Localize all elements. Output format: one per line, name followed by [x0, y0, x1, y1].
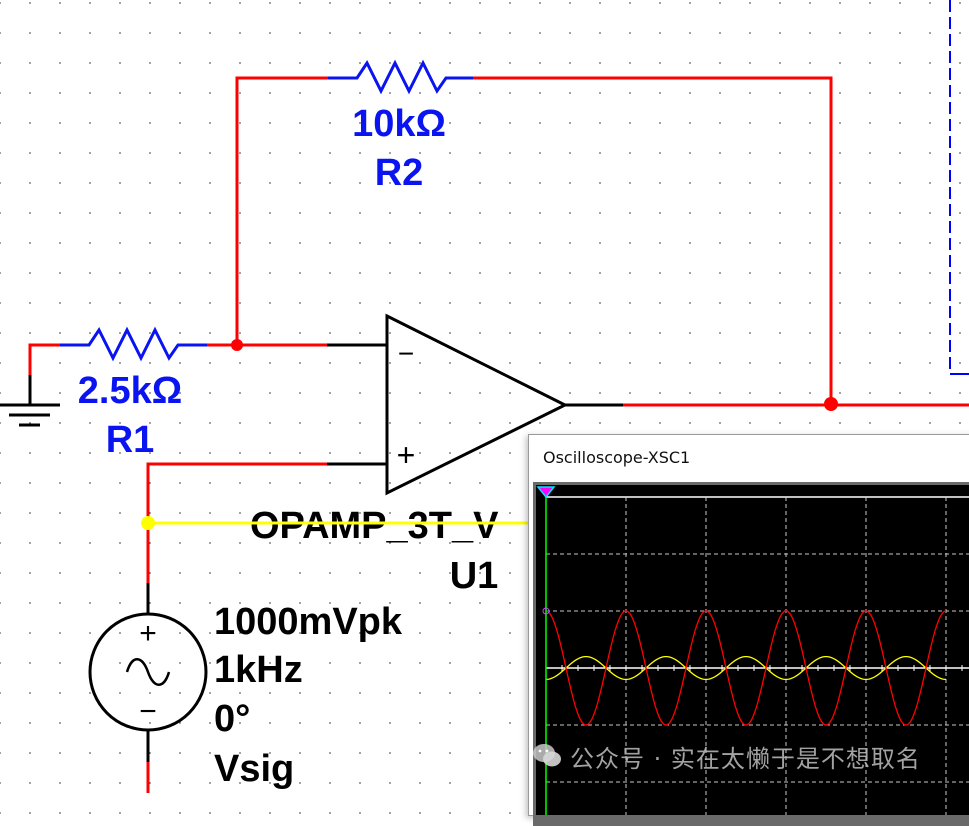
- ground-icon: [0, 375, 60, 427]
- resistor-r2[interactable]: [328, 59, 473, 95]
- opamp-u1[interactable]: [327, 313, 623, 496]
- resistor-r1[interactable]: [60, 326, 207, 362]
- feedback-wire[interactable]: [235, 76, 833, 404]
- source-plus-label: +: [139, 617, 157, 650]
- oscilloscope-screen[interactable]: [536, 485, 969, 815]
- source-refdes-label: Vsig: [214, 748, 294, 790]
- dashed-box-edge: [949, 0, 969, 375]
- trace-channel-a: [545, 655, 947, 681]
- source-frequency-label: 1kHz: [214, 649, 303, 691]
- source-minus-label: −: [139, 695, 157, 728]
- oscilloscope-window[interactable]: Oscilloscope-XSC1: [528, 434, 969, 826]
- watermark-text: 公众号 · 实在太懒于是不想取名: [570, 744, 921, 773]
- oscilloscope-screen-frame: [533, 482, 969, 826]
- sine-wave-icon: [125, 658, 171, 686]
- ac-source-vsig[interactable]: [88, 583, 208, 793]
- opamp-model-label: OPAMP_3T_V: [250, 505, 499, 547]
- cursor-handle-icon: [536, 486, 556, 499]
- oscilloscope-title: Oscilloscope-XSC1: [543, 448, 691, 467]
- opamp-refdes-label: U1: [450, 555, 499, 597]
- watermark: 公众号 · 实在太懒于是不想取名: [532, 738, 921, 774]
- trigger-marker-icon: [542, 607, 550, 615]
- oscilloscope-titlebar[interactable]: Oscilloscope-XSC1: [529, 435, 969, 481]
- probe-junction-node: [141, 516, 155, 530]
- wechat-icon: [533, 744, 561, 767]
- source-amplitude-label: 1000mVpk: [214, 601, 403, 643]
- junction-node: [231, 339, 243, 351]
- r1-refdes-label: R1: [106, 419, 155, 461]
- r2-value-label: 10kΩ: [352, 103, 446, 145]
- r2-refdes-label: R2: [375, 152, 424, 194]
- r1-value-label: 2.5kΩ: [78, 370, 182, 412]
- r1-wire[interactable]: [28, 343, 327, 375]
- source-phase-label: 0°: [214, 698, 250, 740]
- schematic-canvas[interactable]: 10kΩ R2 2.5kΩ R1 − + OPAMP_3T_V U1: [0, 0, 969, 793]
- opamp-inverting-pin-label: −: [398, 338, 414, 369]
- opamp-noninverting-pin-label: +: [397, 437, 416, 473]
- input-wire[interactable]: [146, 462, 327, 583]
- trace-channel-b: [545, 610, 947, 726]
